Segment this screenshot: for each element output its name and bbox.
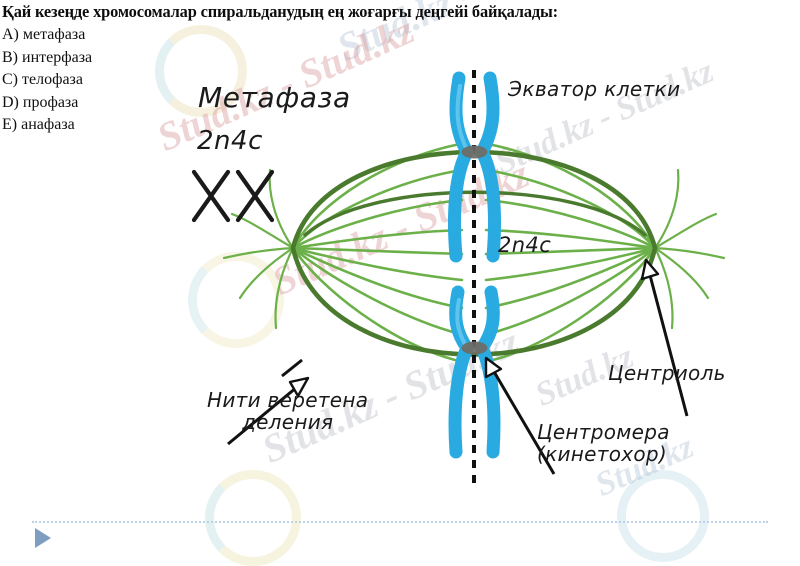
answer-option-a[interactable]: A) метафаза <box>2 26 86 43</box>
label-ploidy-left: 2n4c <box>197 126 263 156</box>
arrow-centromere <box>484 356 556 475</box>
answer-option-c[interactable]: C) телофаза <box>2 71 83 89</box>
spindle-fibers-right <box>484 142 726 362</box>
answer-options-list: A) метафаза B) интерфаза C) телофаза D) … <box>0 22 800 137</box>
answer-option-d[interactable]: D) профаза <box>2 93 79 111</box>
annotation-arrows <box>227 258 689 475</box>
page-title: Қай кезеңде хромосомалар спиральданудың … <box>2 2 558 21</box>
centromere-upper <box>461 145 488 159</box>
label-phase-name: Метафаза <box>198 81 351 114</box>
spindle-fibers-left <box>222 142 464 362</box>
arrow-spindle-fibers <box>227 376 310 446</box>
chromosome-lower <box>448 285 501 459</box>
label-centromere-line2: (кинетохор) <box>537 442 668 467</box>
metaphase-diagram <box>150 60 800 500</box>
label-centriole: Центриоль <box>608 361 726 385</box>
label-centromere: Центромера (кинетохор) <box>537 421 670 466</box>
question-block: Қай кезеңде хромосомалар спиральданудың … <box>0 0 800 137</box>
centromere-lower <box>461 341 488 355</box>
chromosome-upper <box>447 71 502 263</box>
label-centromere-line1: Центромера <box>537 420 670 444</box>
label-spindle-fibers: Нити веретена деления <box>207 389 368 434</box>
metaphase-diagram-svg <box>191 70 726 490</box>
answer-option-e[interactable]: E) анафаза <box>2 116 75 134</box>
arrow-centriole <box>640 258 689 417</box>
label-cell-equator: Экватор клетки <box>508 77 681 101</box>
play-triangle-icon[interactable] <box>35 528 51 548</box>
label-spindle-fibers-line1: Нити веретена <box>207 388 369 412</box>
chromosome-sketch-xx <box>191 169 275 223</box>
label-ploidy-center: 2n4c <box>498 233 552 257</box>
footer-divider <box>32 521 768 523</box>
answer-option-b[interactable]: B) интерфаза <box>2 48 93 66</box>
label-spindle-fibers-line2: деления <box>241 410 334 435</box>
